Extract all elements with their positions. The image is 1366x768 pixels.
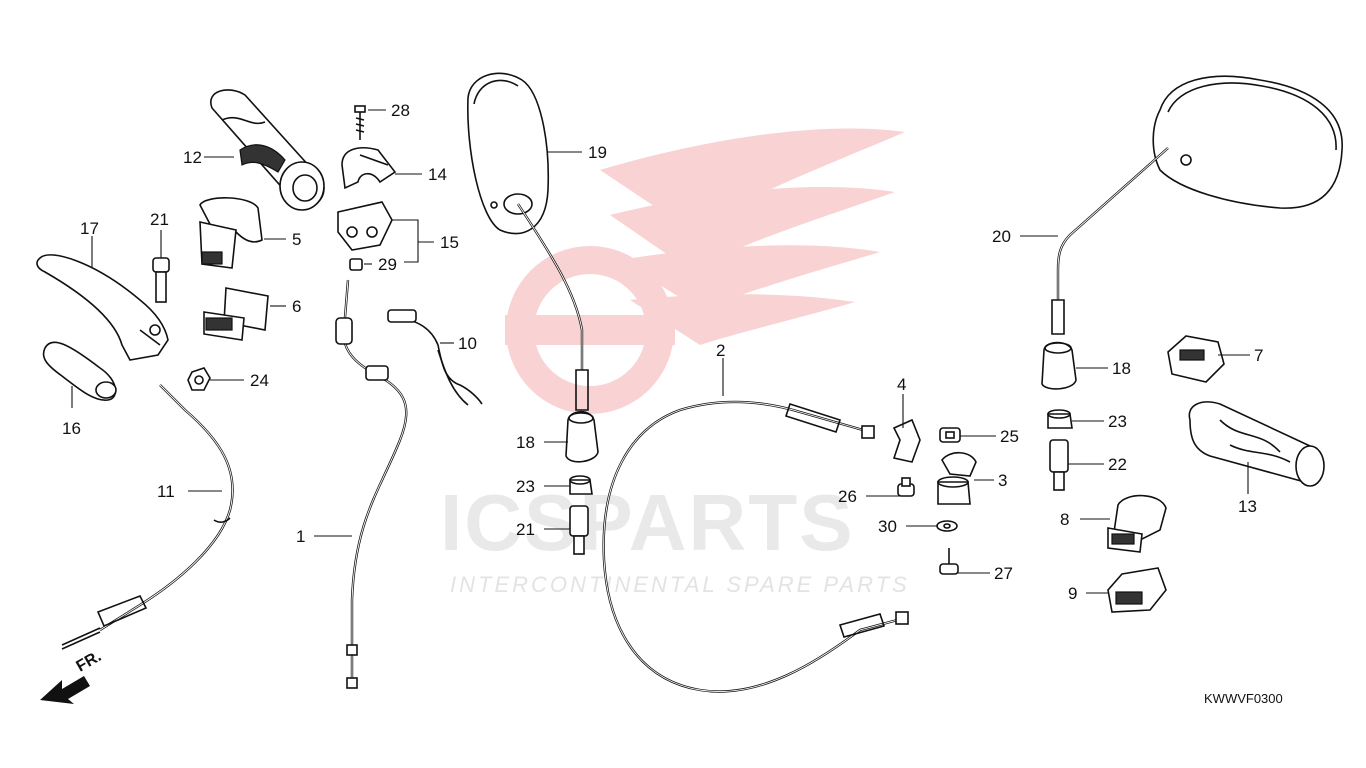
part-23-nut-right [1047, 409, 1073, 429]
part-5-switch [199, 197, 263, 269]
callout-23-right: 23 [1108, 412, 1127, 431]
part-13-right-grip [1188, 401, 1325, 487]
part-11-clutch-cable [61, 384, 234, 650]
part-17-clutch-lever [36, 254, 169, 361]
callout-14: 14 [428, 165, 447, 184]
callout-20: 20 [992, 227, 1011, 246]
part-18-mirror-boot-right [1041, 341, 1077, 390]
callout-21-left: 21 [516, 520, 535, 539]
part-21-adapter-left [569, 505, 589, 555]
callout-16: 16 [62, 419, 81, 438]
part-28-screw [354, 105, 366, 140]
callout-18-right: 18 [1112, 359, 1131, 378]
callout-5: 5 [292, 230, 301, 249]
callout-22: 21 [150, 210, 169, 229]
diagram-code: KWWVF0300 [1204, 691, 1283, 706]
callout-27: 27 [994, 564, 1013, 583]
callout-18-left: 18 [516, 433, 535, 452]
watermark-tagline: INTERCONTINENTAL SPARE PARTS [450, 572, 910, 597]
part-10-switch-wire [387, 309, 483, 406]
part-25-holder [939, 427, 961, 443]
part-2-rear-brake-cable [602, 400, 909, 693]
callout-10: 10 [458, 334, 477, 353]
part-14-switch-housing-upper [341, 147, 397, 190]
callout-21-right: 22 [1108, 455, 1127, 474]
callout-4: 4 [897, 375, 906, 394]
part-19-left-mirror [467, 72, 589, 411]
part-18-mirror-boot-left [565, 410, 599, 463]
callout-28: 28 [391, 101, 410, 120]
callout-25: 25 [1000, 427, 1019, 446]
leader-lines [71, 109, 1250, 594]
callout-24: 24 [250, 371, 269, 390]
callout-15: 15 [440, 233, 459, 252]
callout-3: 3 [998, 471, 1007, 490]
part-24-nut [187, 367, 211, 391]
part-9-switch [1107, 567, 1167, 613]
watermark: ICSPARTS INTERCONTINENTAL SPARE PARTS [440, 128, 910, 597]
callout-12: 12 [183, 148, 202, 167]
callout-6: 6 [292, 297, 301, 316]
watermark-brand: ICSPARTS [440, 478, 855, 567]
part-3-holder [937, 451, 977, 505]
part-1-throttle-cable [335, 279, 408, 689]
callout-7: 7 [1254, 346, 1263, 365]
callout-1: 1 [296, 527, 305, 546]
front-direction-label: FR. [74, 648, 105, 676]
part-27-screw [939, 548, 959, 575]
callout-8: 8 [1060, 510, 1069, 529]
watermark-wing-logo [505, 128, 905, 414]
part-7-switch [1167, 335, 1225, 383]
callout-9: 9 [1068, 584, 1077, 603]
front-direction-arrow: FR. [40, 648, 104, 704]
callout-29: 29 [378, 255, 397, 274]
part-8-switch [1107, 494, 1167, 553]
part-21-adapter-right [1049, 439, 1069, 491]
callout-11: 11 [157, 482, 175, 501]
part-20-right-mirror [1051, 75, 1343, 335]
part-16-lever-cover [42, 341, 117, 401]
part-30-washer [936, 520, 958, 532]
callout-26: 26 [838, 487, 857, 506]
callout-2: 2 [716, 341, 725, 360]
part-26-bolt [897, 477, 915, 497]
part-4-bracket [892, 418, 921, 463]
callout-30: 30 [878, 517, 897, 536]
callout-19: 19 [588, 143, 607, 162]
part-15-switch-housing-lower [337, 201, 393, 251]
part-22-bolt [152, 257, 170, 303]
callout-23-left: 23 [516, 477, 535, 496]
callouts: 12 14 28 15 29 5 6 21 24 17 16 11 10 1 1… [62, 101, 1263, 603]
part-29-nut [349, 258, 363, 271]
callout-17: 17 [80, 219, 99, 238]
part-12-left-grip [210, 89, 325, 211]
callout-13: 13 [1238, 497, 1257, 516]
part-6-switch [203, 287, 269, 341]
part-23-nut-left [569, 475, 593, 495]
